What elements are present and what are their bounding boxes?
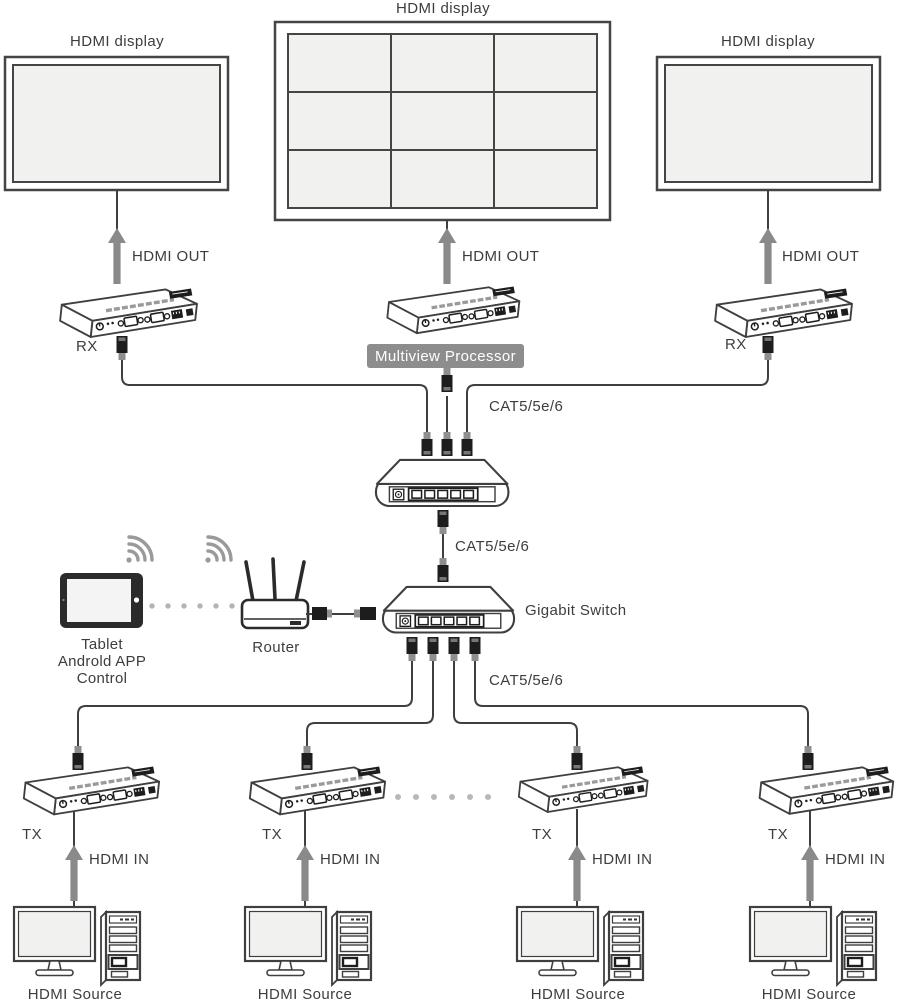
rj45-plug <box>469 637 481 661</box>
rj45-plug <box>441 432 453 456</box>
hdmi-out-label-right: HDMI OUT <box>782 248 860 265</box>
tx-label-4: TX <box>768 826 788 843</box>
cat5-label-bottom: CAT5/5e/6 <box>489 672 564 689</box>
hdmi-in-label-2: HDMI IN <box>320 851 381 868</box>
rj45-plug <box>762 336 774 360</box>
wifi-icon-tablet <box>124 535 154 565</box>
tablet-caption: Tablet Androld APP Control <box>38 636 166 687</box>
ellipsis-more-devices <box>395 794 491 800</box>
rj45-plug <box>448 637 460 661</box>
hdmi-in-arrow-2 <box>296 845 314 901</box>
multiview-grid-3x3 <box>287 33 598 209</box>
hdmi-source-label-4: HDMI Source <box>761 986 857 1003</box>
hdmi-in-arrow-3 <box>568 845 586 901</box>
tx-label-3: TX <box>532 826 552 843</box>
rj45-plug <box>406 637 418 661</box>
hdmi-display-left <box>3 55 230 192</box>
hdmi-display-right <box>655 55 882 192</box>
hdmi-out-arrow-center <box>438 228 456 284</box>
rj45-plug <box>72 746 84 770</box>
rj45-plug <box>441 368 453 392</box>
cat5-label-middle: CAT5/5e/6 <box>455 538 530 555</box>
hdmi-source-label-1: HDMI Source <box>27 986 123 1003</box>
wireless-dotted-link <box>149 603 235 609</box>
router-cable <box>306 607 376 620</box>
tx-device-3 <box>517 764 650 814</box>
cat5-label-top: CAT5/5e/6 <box>489 398 564 415</box>
rj45-plug <box>427 637 439 661</box>
rj45-plug <box>116 336 128 360</box>
display-left-label: HDMI display <box>70 33 164 50</box>
hdmi-in-label-4: HDMI IN <box>825 851 886 868</box>
hdmi-source-computer-2 <box>243 905 373 987</box>
rj45-plug <box>437 558 449 582</box>
gigabit-switch-device <box>381 585 516 634</box>
rj45-plug <box>421 432 433 456</box>
display-right-label: HDMI display <box>721 33 815 50</box>
rx-label-left: RX <box>76 338 98 355</box>
hdmi-out-label-left: HDMI OUT <box>132 248 210 265</box>
tx-device-4 <box>757 764 895 816</box>
rx-device-left <box>58 286 199 339</box>
hdmi-out-arrow-right <box>759 228 777 284</box>
display-center-label: HDMI display <box>396 0 490 17</box>
hdmi-in-cables <box>73 809 811 907</box>
tablet-caption-line3: Control <box>76 670 128 687</box>
hdmi-source-label-2: HDMI Source <box>257 986 353 1003</box>
router-label: Router <box>252 639 300 656</box>
wifi-icon-router <box>203 535 233 565</box>
hdmi-in-arrow-1 <box>65 845 83 901</box>
rj45-plug <box>461 432 473 456</box>
hdmi-out-arrow-left <box>108 228 126 284</box>
rx-device-right <box>713 286 854 339</box>
network-switch-top <box>374 458 510 508</box>
rj45-plug <box>802 746 814 770</box>
hdmi-in-label-3: HDMI IN <box>592 851 653 868</box>
hdmi-out-label-center: HDMI OUT <box>462 248 540 265</box>
rj45-plug <box>301 746 313 770</box>
hdmi-in-label-1: HDMI IN <box>89 851 150 868</box>
gigabit-switch-label: Gigabit Switch <box>525 602 627 619</box>
cat5-cables-bottom <box>77 661 809 746</box>
tx-device-2 <box>248 764 387 817</box>
router-device <box>240 557 310 630</box>
multiview-processor-device <box>385 284 521 335</box>
tx-label-2: TX <box>262 826 282 843</box>
rj45-plug <box>571 746 583 770</box>
tablet-caption-line1: Tablet <box>81 636 123 653</box>
rj45-plug <box>437 510 449 534</box>
hdmi-source-computer-4 <box>748 905 878 987</box>
hdmi-source-computer-3 <box>515 905 645 987</box>
hdmi-source-computer-1 <box>12 905 142 987</box>
tablet-home-button <box>133 597 140 603</box>
hdmi-in-arrow-4 <box>801 845 819 901</box>
rx-label-right: RX <box>725 336 747 353</box>
tablet-caption-line2: Androld APP <box>57 653 147 670</box>
cat5-cables-top <box>121 360 769 432</box>
tx-label-1: TX <box>22 826 42 843</box>
router-antennas <box>244 557 306 603</box>
tx-device-1 <box>22 764 161 817</box>
hdmi-display-multiview <box>273 20 612 222</box>
hdmi-source-label-3: HDMI Source <box>530 986 626 1003</box>
multiview-processor-badge: Multiview Processor <box>367 344 524 368</box>
tablet-device <box>60 573 143 628</box>
